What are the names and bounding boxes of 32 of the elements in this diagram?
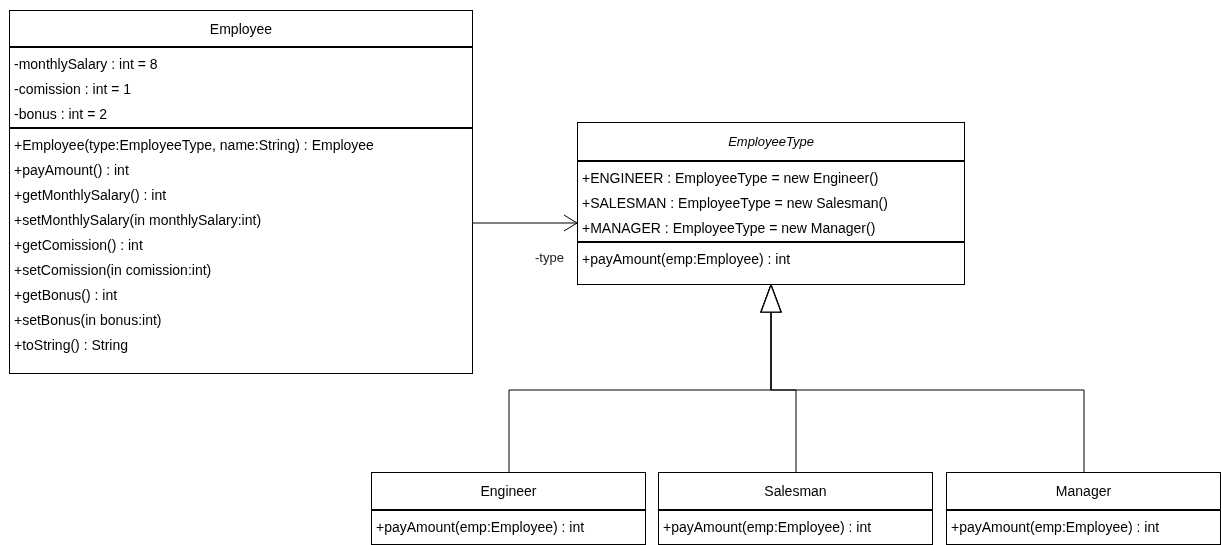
operation: +payAmount(emp:Employee) : int	[582, 250, 791, 269]
class-name: EmployeeType	[728, 134, 814, 149]
attribute: -comission : int = 1	[14, 80, 132, 99]
class-name: Employee	[209, 20, 273, 37]
operation: +getComission() : int	[14, 236, 143, 255]
operation: +setComission(in comission:int)	[14, 261, 212, 280]
association-arrow	[472, 214, 578, 232]
role-label: -type	[535, 250, 564, 266]
operation: +getBonus() : int	[14, 286, 118, 305]
operation: +setMonthlySalary(in monthlySalary:int)	[14, 211, 262, 230]
attribute: +ENGINEER : EmployeeType = new Engineer()	[582, 169, 879, 188]
attribute: +SALESMAN : EmployeeType = new Salesman()	[582, 194, 888, 213]
attribute: -monthlySalary : int = 8	[14, 55, 158, 74]
operation: +payAmount() : int	[14, 161, 129, 180]
operation: +toString() : String	[14, 336, 128, 355]
operation: +payAmount(emp:Employee) : int	[376, 518, 585, 537]
class-box	[946, 472, 1221, 545]
class-name: Manager	[1055, 483, 1112, 499]
class-box	[658, 472, 933, 545]
operation: +payAmount(emp:Employee) : int	[663, 518, 872, 537]
class-name: Engineer	[480, 483, 537, 499]
operation: +payAmount(emp:Employee) : int	[951, 518, 1160, 537]
class-name: Salesman	[764, 483, 827, 499]
operation: +getMonthlySalary() : int	[14, 186, 167, 205]
operation: +setBonus(in bonus:int)	[14, 311, 162, 330]
class-box	[371, 472, 646, 545]
generalization-arrow	[760, 284, 1085, 473]
attribute: -bonus : int = 2	[14, 105, 107, 124]
operation: +Employee(type:EmployeeType, name:String) : Employee	[14, 136, 374, 155]
attribute: +MANAGER : EmployeeType = new Manager()	[582, 219, 876, 238]
class-box	[9, 10, 473, 374]
class-box	[577, 122, 965, 285]
